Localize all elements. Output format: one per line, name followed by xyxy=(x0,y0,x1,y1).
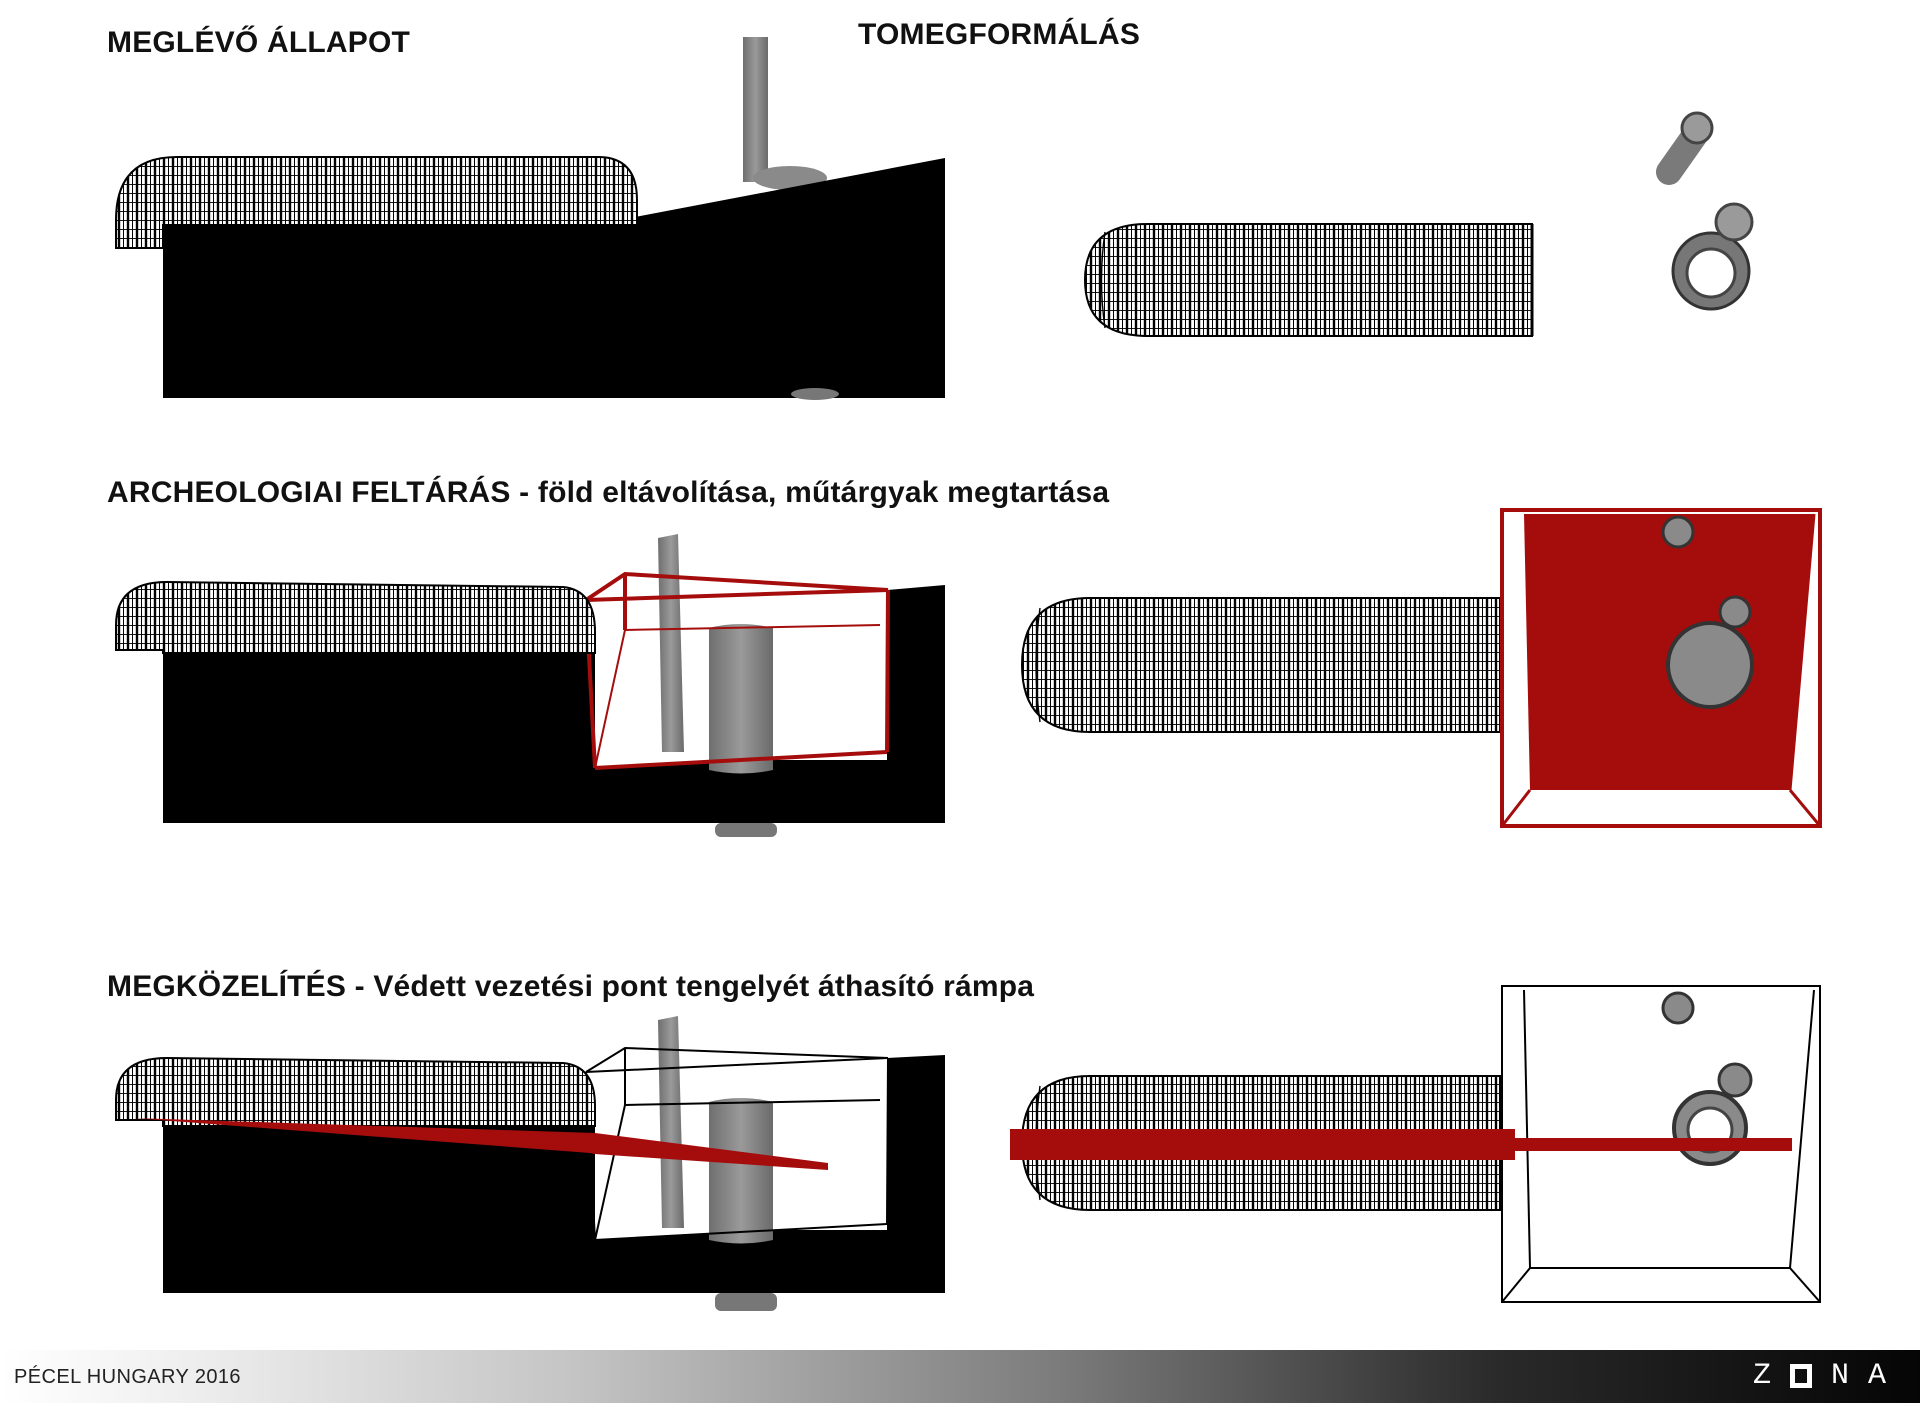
terrain-mass-bottom xyxy=(595,1224,887,1293)
logo-letter-n: N xyxy=(1830,1359,1849,1393)
title-approach: MEGKÖZELÍTÉS - Védett vezetési pont teng… xyxy=(107,970,1035,1003)
title-archaeology: ARCHEOLOGIAI FELTÁRÁS - föld eltávolítás… xyxy=(107,476,1110,509)
tunnel-wireframe xyxy=(1083,223,1533,337)
vault-wireframe xyxy=(115,156,638,249)
terrain-mass-left xyxy=(163,653,595,823)
excavation-pit-plan xyxy=(1500,508,1822,828)
well-small-shaft xyxy=(1714,202,1754,242)
excavation-box-red xyxy=(584,571,890,770)
archaeology-plan-top xyxy=(1020,508,1822,828)
well-cylinder xyxy=(709,624,773,774)
chimney-stack xyxy=(743,37,768,182)
approach-elevation xyxy=(115,1016,945,1311)
terrain-mass-left xyxy=(163,1126,595,1293)
chimney-stack xyxy=(658,534,684,752)
ramp-red-plan-extension xyxy=(1515,1138,1792,1151)
vault-wireframe xyxy=(115,1056,596,1127)
existing-state-elevation xyxy=(115,37,945,400)
title-existing-state: MEGLÉVŐ ÁLLAPOT xyxy=(107,26,410,59)
tunnel-wireframe xyxy=(1020,597,1501,733)
vault-wireframe xyxy=(115,580,596,654)
well-small-shaft xyxy=(1717,1062,1753,1098)
terrain-mass xyxy=(163,158,945,398)
ramp-red-plan xyxy=(1010,1129,1515,1160)
terrain-mass-right xyxy=(887,585,945,823)
chimney-stack xyxy=(658,1016,684,1228)
well-hole xyxy=(1666,621,1754,709)
chimney-hole xyxy=(1661,515,1695,549)
approach-plan-top xyxy=(1010,985,1821,1303)
chimney-plan-tilted xyxy=(1656,111,1714,185)
well-ring-inner xyxy=(1685,247,1737,299)
archaeology-elevation xyxy=(115,534,945,837)
well-cylinder-bottom xyxy=(715,823,777,837)
well-cylinder xyxy=(709,1098,773,1244)
chimney-hole xyxy=(1661,991,1695,1025)
terrain-mass-right xyxy=(887,1055,945,1293)
ramp-red xyxy=(133,1118,828,1170)
terrain-mass-bottom xyxy=(595,752,887,823)
well-small-shaft xyxy=(1718,595,1752,629)
cylinder-bottom xyxy=(791,388,839,400)
logo-square-icon xyxy=(1789,1364,1812,1388)
footer-bar: PÉCEL HUNGARY 2016 Z N A xyxy=(0,1350,1920,1403)
massing-plan-top xyxy=(1083,111,1754,337)
excavation-box-outline xyxy=(585,1046,889,1241)
footer-project: PÉCEL HUNGARY 2016 xyxy=(14,1366,241,1388)
well-cylinder-bottom xyxy=(715,1293,777,1311)
title-massing: TOMEGFORMÁLÁS xyxy=(858,18,1141,51)
well-plan xyxy=(1671,202,1754,311)
zona-logo: Z N A xyxy=(1753,1358,1886,1394)
logo-letter-a: A xyxy=(1867,1359,1886,1393)
logo-letter-z: Z xyxy=(1752,1359,1771,1393)
